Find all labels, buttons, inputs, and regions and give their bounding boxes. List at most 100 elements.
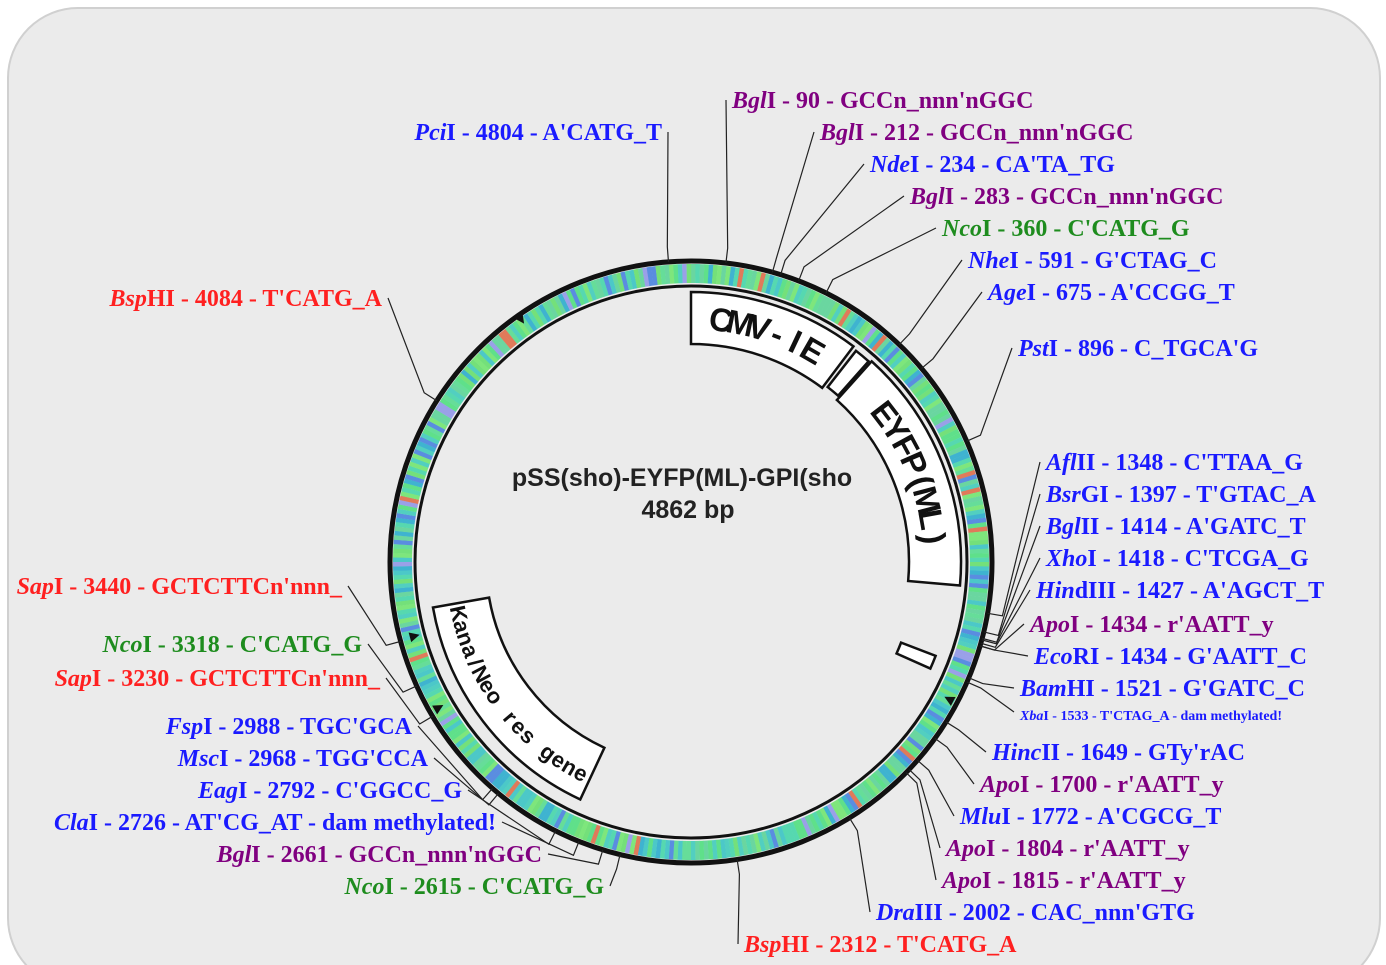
sequence-stripe [965, 607, 985, 616]
site-label-bgli-212: BglI - 212 - GCCn_nnn'nGGC [819, 120, 1133, 146]
sequence-stripe [833, 799, 848, 818]
sequence-stripe [408, 651, 429, 663]
sequence-stripe [397, 504, 418, 513]
sequence-stripe [498, 331, 514, 350]
sequence-stripe [966, 603, 986, 612]
site-label-ndei-234: NdeI - 234 - CA'TA_TG [869, 152, 1115, 178]
sequence-stripe [538, 303, 552, 323]
site-position: - 2792 - [247, 778, 335, 804]
sequence-stripe [765, 829, 775, 850]
leader-line [433, 757, 499, 806]
sequence-stripe [426, 690, 446, 704]
sequence-stripe [965, 508, 986, 517]
sequence-stripe [582, 282, 594, 303]
sequence-stripe [934, 694, 954, 708]
direction-arrow [944, 696, 956, 706]
sequence-stripe [677, 840, 683, 860]
enzyme-name-italic: Apo [978, 772, 1020, 798]
site-position: - 1427 - [1116, 578, 1203, 604]
sequence-stripe [892, 356, 910, 373]
recognition-sequence: A'AGCT_T [1203, 578, 1324, 604]
sequence-stripe [773, 827, 784, 847]
sequence-stripe [883, 346, 901, 364]
recognition-sequence: CA'TA_TG [995, 152, 1115, 178]
sequence-stripe [694, 840, 700, 860]
enzyme-name-italic: Afl [1044, 450, 1077, 476]
enzyme-name-italic: Xba [1019, 709, 1043, 724]
sequence-stripe [826, 301, 841, 321]
sequence-stripe [837, 797, 852, 816]
sequence-stripe [963, 495, 983, 505]
recognition-sequence: A'CGCG_T [1097, 804, 1221, 830]
sequence-stripe [964, 504, 985, 513]
leader-line [780, 163, 865, 275]
sequence-stripe [394, 586, 414, 594]
enzyme-name-rest: I [54, 574, 63, 600]
inner-ring-line [413, 284, 969, 840]
sequence-stripe [956, 644, 976, 655]
sequence-stripe [889, 754, 907, 772]
sequence-stripe [439, 712, 459, 727]
sequence-stripe [841, 794, 856, 814]
enzyme-name-italic: Bsr [1045, 482, 1081, 508]
sequence-stripe [921, 715, 940, 731]
sequence-stripe [472, 355, 490, 373]
sequence-stripe [664, 264, 671, 285]
sequence-stripe [815, 809, 829, 829]
leader-line [467, 789, 557, 846]
enzyme-name-rest: I [1027, 280, 1036, 306]
sequence-stripe [969, 553, 989, 559]
sequence-stripe [432, 408, 452, 423]
site-label-apoi-1434: ApoI - 1434 - r'AATT_y [1028, 612, 1274, 638]
site-label-bgli-283: BglI - 283 - GCCn_nnn'nGGC [909, 184, 1223, 210]
enzyme-name-italic: Bgl [819, 120, 855, 146]
sequence-stripe [898, 745, 916, 762]
sequence-stripe [573, 286, 586, 306]
sequence-stripe [952, 457, 972, 469]
sequence-stripe [966, 599, 987, 607]
sequence-stripe [942, 432, 962, 445]
site-label-sapi-3440: SapI - 3440 - GCTCTTCn'nnn_ [17, 574, 343, 600]
site-label-draiii-2002: DraIII - 2002 - CAC_nnn'GTG [875, 900, 1195, 926]
sequence-stripe [930, 701, 950, 716]
sequence-stripe [534, 799, 548, 818]
sequence-stripe [958, 478, 979, 488]
leader-line [798, 195, 905, 282]
recognition-sequence: C_TGCA'G [1134, 336, 1258, 362]
enzyme-name-italic: Bsp [108, 286, 146, 312]
site-label-eagi-2792: EagI - 2792 - C'GGCC_G [197, 778, 462, 804]
sequence-stripe [498, 774, 514, 793]
sequence-stripe [469, 359, 487, 376]
sequence-stripe [672, 840, 679, 860]
site-label-bsrgi-1397: BsrGI - 1397 - T'GTAC_A [1045, 482, 1317, 508]
sequence-stripe [407, 465, 428, 476]
sequence-stripe [877, 340, 894, 358]
sequence-stripe [940, 428, 960, 442]
sequence-stripe [963, 500, 984, 509]
sequence-stripe [401, 486, 422, 496]
sequence-stripe [934, 416, 954, 430]
sequence-stripe [769, 275, 780, 296]
recognition-sequence: r'AATT_y [1079, 868, 1185, 894]
sequence-stripe [530, 797, 545, 816]
sequence-stripe [422, 682, 442, 696]
site-position: - 90 - [776, 88, 840, 114]
site-label-mlui-1772: MluI - 1772 - A'CGCG_T [959, 804, 1221, 830]
site-position: - 2661 - [261, 842, 349, 868]
leader-line [908, 769, 941, 849]
sequence-stripe [512, 785, 528, 804]
site-label-xhoi-1418: XhoI - 1418 - C'TCGA_G [1045, 546, 1309, 572]
recognition-sequence: C'TCGA_G [1185, 546, 1309, 572]
sequence-stripe [707, 840, 714, 860]
sequence-stripe [561, 813, 574, 833]
sequence-stripe [659, 265, 667, 285]
sequence-stripe [505, 780, 521, 798]
sequence-stripe [424, 686, 444, 700]
sequence-stripe [655, 838, 662, 859]
sequence-stripe [830, 303, 845, 323]
sequence-stripe [930, 409, 950, 423]
sequence-stripe [393, 582, 414, 589]
sequence-stripe [668, 840, 675, 860]
